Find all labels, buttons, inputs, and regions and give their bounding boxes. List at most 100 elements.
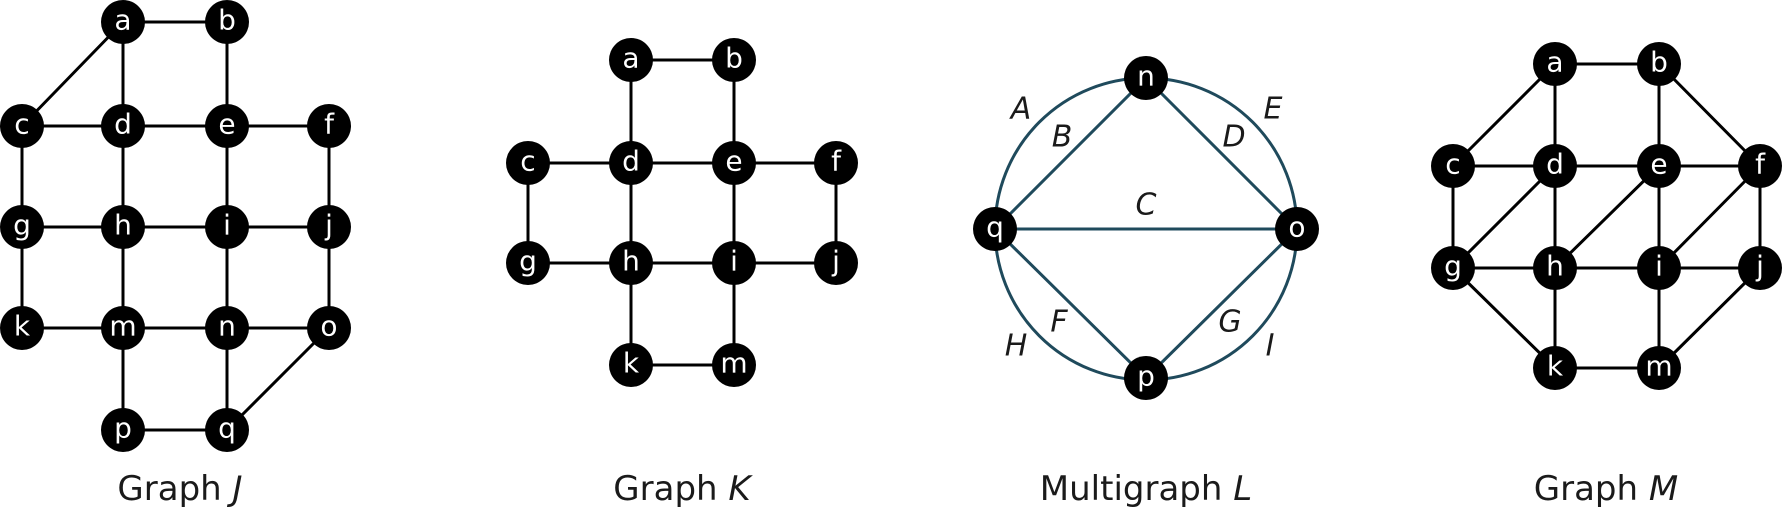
- vertex-label: d: [622, 145, 640, 178]
- vertex-circle: [506, 241, 550, 285]
- edge-label-d: D: [1222, 120, 1245, 155]
- vertex-circle: [712, 343, 756, 387]
- vertex-circle: [101, 104, 145, 148]
- vertex-f: f: [307, 104, 351, 148]
- vertex-label: k: [1547, 350, 1564, 383]
- vertex-label: c: [1445, 148, 1460, 181]
- vertex-d: d: [1533, 144, 1577, 188]
- graph-l-nodes: n o p q: [973, 56, 1319, 400]
- vertex-e: e: [1637, 144, 1681, 188]
- vertex-circle: [0, 104, 44, 148]
- vertex-g: g: [506, 241, 550, 285]
- vertex-circle: [506, 141, 550, 185]
- edge-label-f: F: [1050, 305, 1068, 340]
- vertex-label: m: [109, 310, 136, 343]
- multigraph-l-caption: Multigraph L: [1040, 469, 1252, 509]
- vertex-label: m: [1645, 350, 1672, 383]
- vertex-label: i: [223, 209, 231, 242]
- vertex-label: h: [622, 245, 640, 278]
- graph-m-caption: Graph M: [1534, 469, 1678, 509]
- vertex-b: b: [1637, 42, 1681, 86]
- vertex-circle: [307, 306, 351, 350]
- vertex-b: b: [205, 0, 249, 44]
- vertex-o: o: [1275, 207, 1319, 251]
- vertex-label: d: [114, 108, 132, 141]
- vertex-f: f: [1738, 144, 1782, 188]
- vertex-circle: [101, 408, 145, 452]
- vertex-i: i: [205, 205, 249, 249]
- vertex-label: n: [218, 310, 236, 343]
- edge-g-k: [1451, 266, 1557, 370]
- graph-m-panel: a b c d e f g h i j k m: [1431, 42, 1782, 390]
- vertex-j: j: [1738, 246, 1782, 290]
- edge-a-c: [20, 20, 125, 128]
- vertex-g: g: [1431, 246, 1475, 290]
- vertex-circle: [1124, 56, 1168, 100]
- graph-m-nodes: a b c d e f g h i j k m: [1431, 42, 1782, 390]
- vertex-circle: [609, 343, 653, 387]
- vertex-circle: [0, 306, 44, 350]
- vertex-label: f: [1755, 148, 1766, 181]
- vertex-label: f: [324, 108, 335, 141]
- vertex-h: h: [1533, 246, 1577, 290]
- edge-label-b: B: [1052, 120, 1073, 155]
- vertex-h: h: [101, 205, 145, 249]
- vertex-label: n: [1137, 60, 1155, 93]
- vertex-label: q: [218, 412, 236, 445]
- edge-a-c: [1451, 62, 1557, 168]
- vertex-q: q: [973, 207, 1017, 251]
- edge-b-f: [1657, 62, 1762, 168]
- edge-label-g: G: [1218, 305, 1241, 340]
- vertex-p: p: [1124, 356, 1168, 400]
- vertex-k: k: [0, 306, 44, 350]
- vertex-circle: [609, 241, 653, 285]
- vertex-c: c: [1431, 144, 1475, 188]
- vertex-g: g: [0, 205, 44, 249]
- graph-m-edges: [1451, 62, 1762, 370]
- vertex-circle: [205, 0, 249, 44]
- vertex-circle: [1275, 207, 1319, 251]
- vertex-c: c: [506, 141, 550, 185]
- vertex-label: c: [14, 108, 29, 141]
- vertex-circle: [609, 38, 653, 82]
- vertex-circle: [205, 306, 249, 350]
- graph-k-caption: Graph K: [613, 469, 753, 509]
- vertex-label: b: [218, 4, 236, 37]
- vertex-circle: [1533, 42, 1577, 86]
- vertex-a: a: [609, 38, 653, 82]
- vertex-label: k: [14, 310, 31, 343]
- vertex-p: p: [101, 408, 145, 452]
- vertex-n: n: [1124, 56, 1168, 100]
- vertex-label: a: [622, 42, 639, 75]
- vertex-circle: [101, 306, 145, 350]
- vertex-circle: [1533, 144, 1577, 188]
- vertex-i: i: [1637, 246, 1681, 290]
- vertex-c: c: [0, 104, 44, 148]
- vertex-circle: [973, 207, 1017, 251]
- vertex-m: m: [712, 343, 756, 387]
- edge-label-e: E: [1264, 92, 1283, 127]
- vertex-label: h: [1546, 250, 1564, 283]
- vertex-label: a: [1546, 46, 1563, 79]
- vertex-label: m: [720, 347, 747, 380]
- vertex-circle: [1431, 144, 1475, 188]
- edge-d: [1144, 76, 1299, 231]
- vertex-a: a: [101, 0, 145, 44]
- vertex-circle: [609, 141, 653, 185]
- vertex-h: h: [609, 241, 653, 285]
- vertex-circle: [1533, 246, 1577, 290]
- vertex-e: e: [205, 104, 249, 148]
- vertex-label: o: [320, 310, 337, 343]
- edge-label-a: A: [1009, 92, 1032, 127]
- vertex-a: a: [1533, 42, 1577, 86]
- vertex-label: e: [218, 108, 235, 141]
- vertex-n: n: [205, 306, 249, 350]
- vertex-label: b: [1650, 46, 1668, 79]
- vertex-f: f: [814, 141, 858, 185]
- vertex-o: o: [307, 306, 351, 350]
- vertex-label: b: [725, 42, 743, 75]
